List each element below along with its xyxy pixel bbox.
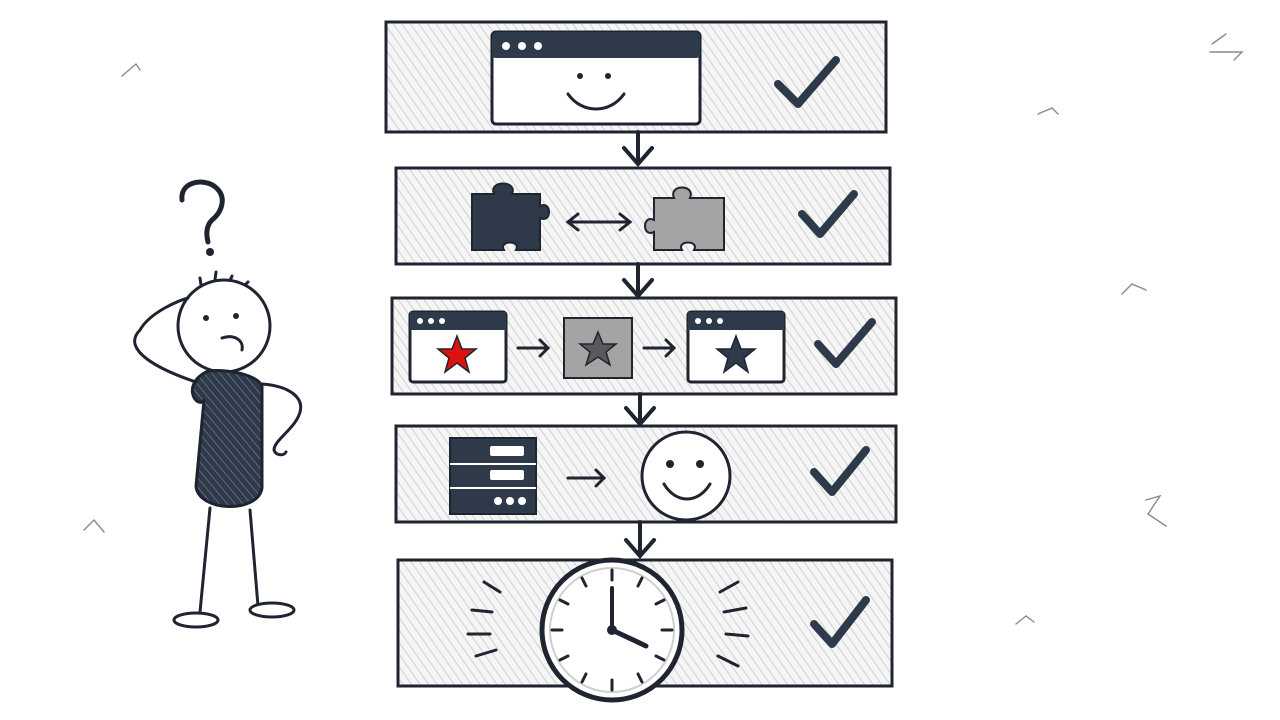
flow-arrow-2: [622, 262, 654, 300]
check-icon: [774, 56, 840, 108]
question-mark-icon: [179, 179, 225, 245]
motion-lines-left: [466, 580, 502, 658]
step-3-panel: [390, 296, 898, 396]
motion-lines-right: [716, 580, 750, 668]
smiley-face-icon: [640, 430, 732, 522]
clock-icon: [539, 557, 685, 703]
puzzle-piece-dark-icon: [471, 182, 550, 251]
arrow-right-icon: [516, 338, 551, 358]
step-2-panel: [394, 166, 892, 266]
gray-star-box-icon: [563, 317, 633, 379]
check-icon: [810, 446, 870, 496]
double-arrow-icon: [565, 212, 633, 232]
arrow-right-icon: [566, 468, 607, 488]
flow-arrow-1: [622, 130, 654, 168]
check-icon: [798, 190, 858, 238]
window-red-star-icon: [408, 310, 508, 384]
check-icon: [810, 596, 870, 648]
window-navy-star-icon: [686, 310, 786, 384]
server-icon: [449, 437, 537, 515]
background-scribbles: [83, 33, 1244, 625]
person-icon: [133, 179, 303, 629]
smiling-browser-window-icon: [490, 30, 702, 126]
puzzle-piece-gray-icon: [644, 186, 725, 251]
step-5-panel: [396, 557, 894, 703]
flow-arrow-4: [624, 520, 656, 560]
step-1-panel: [384, 20, 888, 134]
step-4-panel: [394, 424, 898, 524]
arrow-right-icon: [642, 338, 677, 358]
flow-arrow-3: [624, 392, 656, 428]
check-icon: [814, 318, 876, 368]
